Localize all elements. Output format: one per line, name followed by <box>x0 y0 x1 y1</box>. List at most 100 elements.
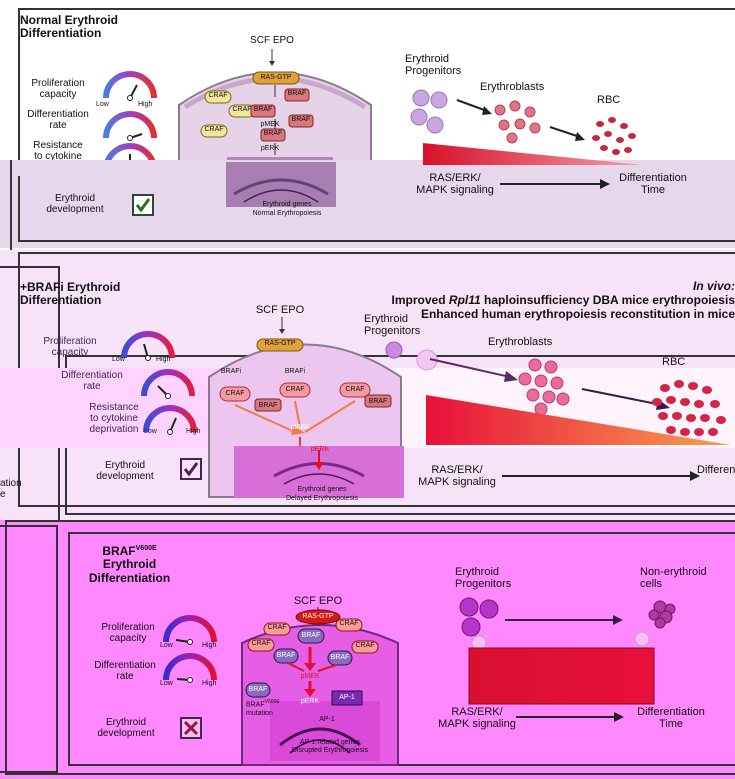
braf-mutation-label: BRAFV600E mutation <box>246 699 280 717</box>
invivo-label: In vivo: <box>692 279 735 293</box>
ras-gtp-label-3: RAS-GTP <box>302 613 334 620</box>
development-label: Erythroid development <box>46 193 104 216</box>
outcome-label: Normal Erythropoiesis <box>252 210 322 217</box>
braf-label-p2-1: BRAF <box>258 402 278 409</box>
genes-label-3: AP-1 related genes <box>300 739 360 746</box>
gauge-differentiation-label: Differentiation rate <box>27 109 89 132</box>
braf-label-2: BRAF <box>287 90 307 97</box>
panel-braf-frame <box>68 532 735 766</box>
stage-nonerythroid-label: Non-erythroid cells <box>640 566 707 591</box>
development-label-3: Erythroid development <box>97 717 155 740</box>
signal-label-2: SCF EPO <box>255 304 305 316</box>
gauge-low-label: Low <box>96 101 109 108</box>
ras-gtp-label-2: RAS-GTP <box>264 340 296 347</box>
craf-label-2: CRAF <box>204 126 224 133</box>
development-checkmark-box <box>132 194 154 216</box>
stage-progenitors-label-3: Erythroid Progenitors <box>455 566 512 591</box>
nucleus-normal <box>226 162 336 207</box>
development-checkmark-box-2 <box>180 458 202 480</box>
braf-label-p3-1: BRAF <box>301 632 321 639</box>
cells-progenitors-2 <box>385 341 438 371</box>
left-edge-text: ation e <box>0 478 22 501</box>
arrow-progenitors-to-blasts-2 <box>429 358 518 382</box>
stage-erythroblasts-label-2: Erythroblasts <box>488 336 553 348</box>
ap1-label: AP-1 <box>339 694 355 701</box>
stage-rbc-label-2: RBC <box>662 356 686 368</box>
time-label-2: Differentiation Time <box>697 464 735 476</box>
time-arrow-2 <box>502 471 700 481</box>
gauge-proliferation-2 <box>121 331 175 361</box>
braf-label-p3-2: BRAF <box>276 652 296 659</box>
raf-badges <box>200 88 314 142</box>
stage-progenitors-label-2: Erythroid Progenitors <box>364 313 421 338</box>
arrow-blasts-to-rbc <box>549 126 585 141</box>
signaling-label: RAS/ERK/ MAPK signaling <box>416 172 494 197</box>
panel2-title: +BRAFi Erythroid Differentiation <box>20 280 121 308</box>
perk-label-3: pERK <box>300 698 320 705</box>
craf-label-p3-3: CRAF <box>251 640 271 647</box>
craf-label-p2-3: CRAF <box>345 386 365 393</box>
gauge-high-label-4: High <box>202 642 217 649</box>
craf-label-p2-1: CRAF <box>225 390 245 397</box>
gauge-resistance-2 <box>143 405 197 435</box>
gauge-low-label-3: Low <box>144 428 157 435</box>
genes-label: Erythroid genes <box>262 201 312 208</box>
gauge-proliferation-label-2: Proliferation capacity <box>43 336 97 359</box>
gauge-proliferation-label: Proliferation capacity <box>31 78 85 101</box>
panel3-title: BRAFV600E Erythroid Differentiation <box>88 544 171 585</box>
gauge-high-label-2: High <box>156 356 171 363</box>
invivo-result-2: Enhanced human erythropoiesis reconstitu… <box>420 307 735 321</box>
gauge-low-label-4: Low <box>160 642 173 649</box>
stage-rbc-label: RBC <box>597 94 621 106</box>
gauge-proliferation-label-3: Proliferation capacity <box>101 622 155 645</box>
panel-braf-frame-left <box>0 525 58 773</box>
craf-label-3: CRAF <box>232 106 252 113</box>
stage-erythroblasts-label: Erythroblasts <box>480 81 545 93</box>
cells-erythroblasts <box>494 100 541 144</box>
brafi-label-2: BRAFi <box>284 368 306 375</box>
gauge-proliferation <box>103 71 157 101</box>
cells-rbc-2 <box>652 380 726 436</box>
purple-band-panel1 <box>0 160 735 248</box>
pmek-label-2: pMEK <box>290 424 310 431</box>
craf-label-p3-1: CRAF <box>267 624 287 631</box>
braf-label-4: BRAF <box>263 130 283 137</box>
signaling-label-3: RAS/ERK/ MAPK signaling <box>438 706 516 731</box>
nucleus-brafi <box>234 446 404 498</box>
gauge-differentiation-label-3: Differentiation rate <box>94 660 156 683</box>
pmek-label-3: pMEK <box>300 673 320 680</box>
gauge-high-label: High <box>138 101 153 108</box>
time-arrow-3 <box>516 712 624 722</box>
signal-label: SCF EPO <box>250 35 294 46</box>
development-label-2: Erythroid development <box>96 460 154 483</box>
stage-progenitors-label: Erythroid Progenitors <box>405 53 462 78</box>
cell-diagram-braf-v600e <box>241 607 399 766</box>
time-arrow <box>500 179 610 189</box>
ap1-inner-label: AP-1 <box>319 716 335 723</box>
gauge-differentiation-label-2: Differentiation rate <box>61 370 123 393</box>
braf-label-p2-2: BRAF <box>368 398 388 405</box>
braf-label-p3-3: BRAF <box>330 654 350 661</box>
braf-label-1: BRAF <box>253 106 273 113</box>
cells-progenitors-3 <box>459 597 499 651</box>
gauge-high-label-5: High <box>202 680 217 687</box>
time-label-3: Differentiation Time <box>637 706 705 731</box>
genes-label-2: Erythroid genes <box>297 486 347 493</box>
signal-gradient-bar-2 <box>426 395 731 445</box>
invivo-result-1: Improved Rpl11 haploinsufficiency DBA mi… <box>391 293 735 307</box>
arrow-progenitors-to-nonerythroid <box>505 615 623 625</box>
ras-gtp-label: RAS-GTP <box>260 74 292 81</box>
pmek-label: pMEK <box>260 121 280 128</box>
outcome-label-3: Disrupted Erythropoiesis <box>291 747 369 754</box>
gauge-low-label-2: Low <box>112 356 125 363</box>
craf-label-p3-2: CRAF <box>339 620 359 627</box>
cells-rbc <box>592 117 636 155</box>
gauge-high-label-3: High <box>186 428 201 435</box>
panel-braf-frame-outer <box>5 520 735 775</box>
signal-block-bar <box>468 647 655 705</box>
signal-gradient-bar <box>423 143 643 165</box>
cells-nonerythroid <box>634 600 676 647</box>
gauge-proliferation-3 <box>163 615 217 645</box>
signal-label-3: SCF EPO <box>293 595 343 607</box>
gauge-differentiation-3 <box>163 653 217 683</box>
